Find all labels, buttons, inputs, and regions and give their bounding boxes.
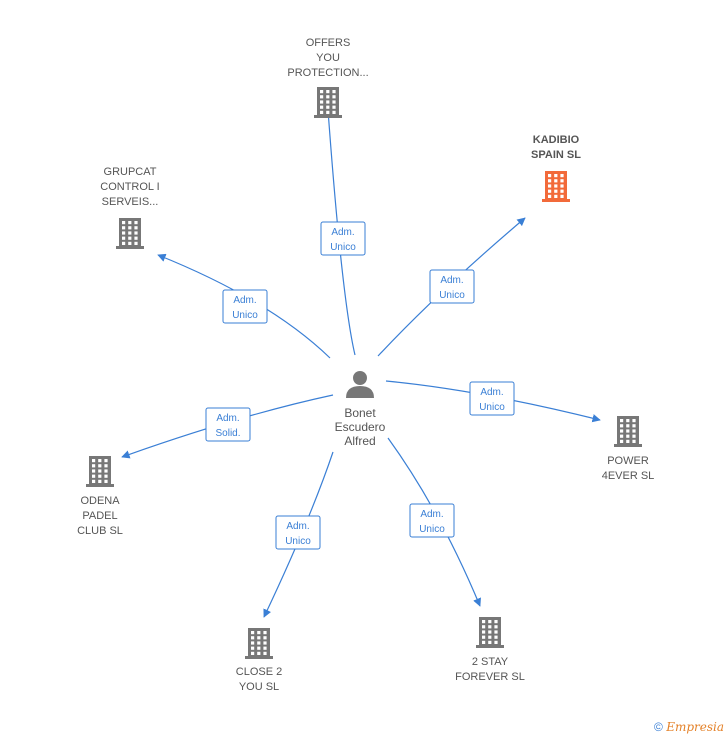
role-text: Unico	[439, 290, 465, 301]
footer-brand: © Empresia	[654, 720, 724, 734]
company-label-power[interactable]: POWER	[607, 455, 649, 467]
company-label-2stay[interactable]: 2 STAY	[472, 656, 509, 668]
edge-offers	[324, 109, 356, 356]
role-text: Adm.	[331, 227, 354, 238]
role-tag-close2[interactable]: Adm. Unico	[275, 515, 321, 550]
role-text: Unico	[330, 242, 356, 253]
building-icon-grupcat[interactable]	[116, 218, 144, 249]
company-label-grupcat[interactable]: CONTROL I	[100, 181, 160, 193]
role-text: Adm.	[286, 521, 309, 532]
company-label-odena[interactable]: CLUB SL	[77, 525, 123, 537]
building-icon-kadibio[interactable]	[542, 171, 570, 202]
role-tag-power[interactable]: Adm. Unico	[469, 381, 515, 416]
building-icon-close2[interactable]	[245, 628, 273, 659]
building-icon-odena[interactable]	[86, 456, 114, 487]
copyright-symbol: ©	[654, 720, 663, 734]
role-text: Unico	[285, 536, 311, 547]
building-icon-power[interactable]	[614, 416, 642, 447]
person-label[interactable]: Alfred	[344, 434, 375, 448]
role-text: Unico	[232, 310, 258, 321]
building-icon-offers[interactable]	[314, 87, 342, 118]
company-label-odena[interactable]: PADEL	[82, 510, 117, 522]
person-icon[interactable]	[346, 371, 374, 398]
role-text: Adm.	[216, 413, 239, 424]
role-text: Unico	[419, 524, 445, 535]
role-tag-offers[interactable]: Adm. Unico	[320, 221, 366, 256]
company-label-close2[interactable]: YOU SL	[239, 681, 279, 693]
role-tag-kadibio[interactable]: Adm. Unico	[429, 269, 475, 304]
role-text: Unico	[479, 402, 505, 413]
company-label-2stay[interactable]: FOREVER SL	[455, 671, 525, 683]
company-label-grupcat[interactable]: SERVEIS...	[102, 196, 159, 208]
role-text: Solid.	[215, 428, 240, 439]
building-icon-2stay[interactable]	[476, 617, 504, 648]
company-label-power[interactable]: 4EVER SL	[602, 470, 655, 482]
company-label-offers[interactable]: YOU	[316, 52, 340, 64]
role-tag-grupcat[interactable]: Adm. Unico	[222, 289, 268, 324]
company-label-grupcat[interactable]: GRUPCAT	[104, 166, 157, 178]
role-text: Adm.	[420, 509, 443, 520]
brand-name: Empresia	[666, 720, 724, 734]
person-label[interactable]: Bonet	[344, 406, 376, 420]
role-text: Adm.	[440, 275, 463, 286]
role-text: Adm.	[480, 387, 503, 398]
company-label-kadibio[interactable]: KADIBIO	[533, 134, 580, 146]
company-label-close2[interactable]: CLOSE 2	[236, 666, 282, 678]
role-tag-odena[interactable]: Adm. Solid.	[205, 407, 251, 442]
role-text: Adm.	[233, 295, 256, 306]
company-label-kadibio[interactable]: SPAIN SL	[531, 149, 581, 161]
company-label-odena[interactable]: ODENA	[80, 495, 120, 507]
company-label-offers[interactable]: PROTECTION...	[287, 67, 368, 79]
person-label[interactable]: Escudero	[335, 420, 386, 434]
company-label-offers[interactable]: OFFERS	[306, 37, 351, 49]
role-tag-2stay[interactable]: Adm. Unico	[409, 503, 455, 538]
